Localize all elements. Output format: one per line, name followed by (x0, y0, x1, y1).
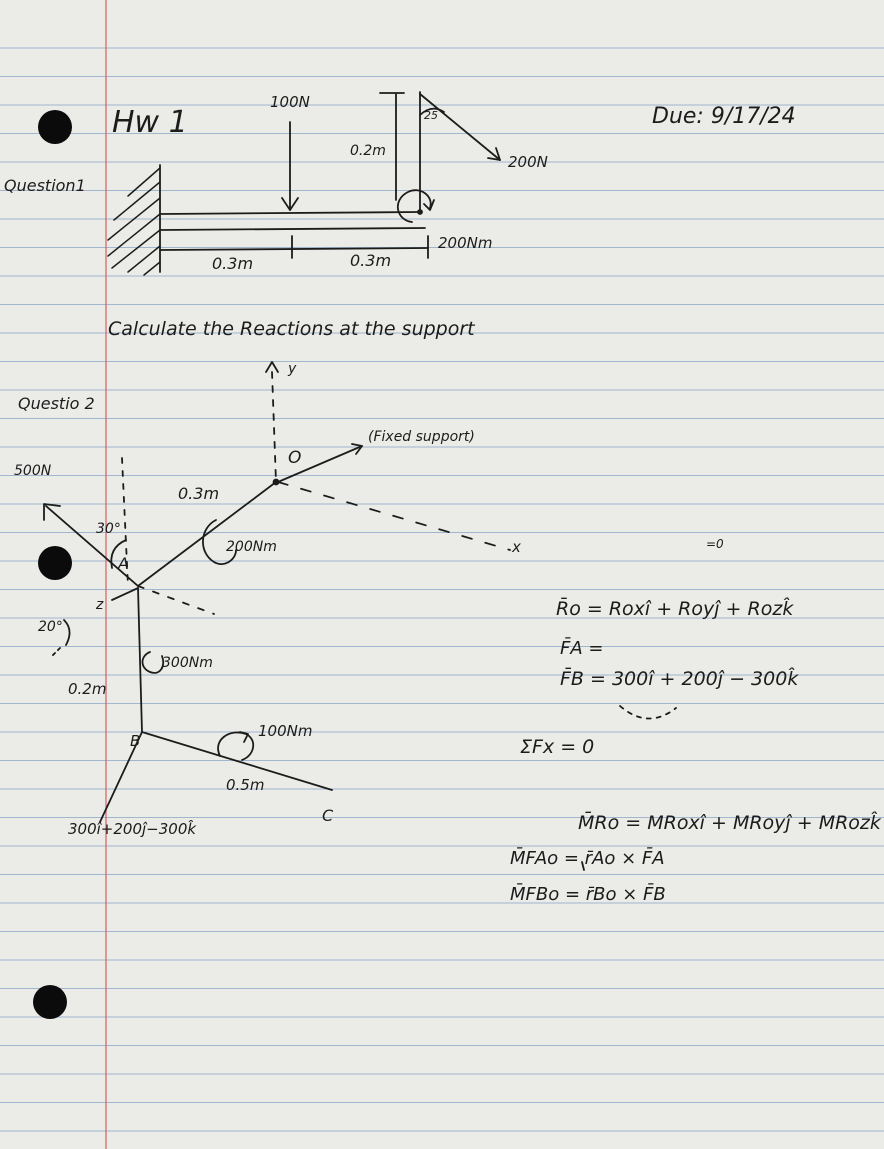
y-axis-dashed (271, 371, 277, 483)
due-date: Due: 9/17/24 (652, 104, 796, 129)
q2-point-c: C (322, 806, 334, 825)
x-axis-dashed (277, 481, 511, 551)
angle-20-tail (51, 647, 61, 657)
q2-moment-300nm: 300Nm (162, 655, 213, 671)
q2-len-bc: 0.5m (226, 776, 265, 794)
q1-moment-200nm: 200Nm (438, 234, 493, 252)
force-100n-arrowhead (281, 197, 299, 211)
stray-mark: =0 (706, 537, 724, 551)
moment-200nm-curl (397, 189, 432, 223)
q1-height-label: 0.2m (350, 143, 386, 159)
question-2-label: Questio 2 (18, 394, 95, 413)
q2-len-oa: 0.3m (178, 484, 220, 503)
q2-diagram (43, 361, 511, 823)
vertical-ref-dashed (121, 457, 129, 587)
q2-moment-200nm: 200Nm (226, 539, 277, 555)
question-1-label: Question1 (4, 176, 86, 195)
angle-arc-25 (419, 107, 445, 116)
y-axis-arrowhead (265, 361, 279, 373)
support-pointer-arrowhead (351, 443, 363, 455)
force-500n-arrowhead (43, 503, 61, 521)
binder-hole-middle (38, 546, 72, 580)
eq-mfa: M̄FAo = r̄Ao × F̄A (510, 848, 665, 869)
q2-moment-100nm: 100Nm (258, 722, 313, 740)
work-marks (581, 705, 677, 871)
support-pointer (277, 445, 363, 483)
wall-hatching (107, 167, 161, 276)
dimension-line (159, 247, 429, 251)
eq-fb: F̄B = 300î + 200ĵ − 300k̂ (560, 668, 799, 690)
force-200n-arrow (419, 93, 501, 161)
small-mark (581, 861, 585, 871)
q2-support-note: (Fixed support) (368, 429, 475, 445)
q2-angle-20: 20° (38, 619, 63, 635)
q2-point-b: B (130, 732, 141, 750)
q1-prompt: Calculate the Reactions at the support (108, 318, 475, 340)
q1-load-100n: 100N (270, 93, 310, 111)
moment-300nm-curl (141, 651, 165, 674)
binder-hole-top (38, 110, 72, 144)
moment-100nm-arrowhead (239, 731, 249, 743)
eq-fa: F̄A = (560, 638, 604, 659)
bracket-dashed-arc (619, 705, 677, 720)
q1-force-200n: 200N (508, 153, 548, 171)
force-200n-arrowhead (487, 147, 501, 161)
eq-ro: R̄o = Roxî + Royĵ + Rozk̂ (556, 598, 794, 620)
beam-bottom (159, 227, 426, 231)
q2-point-a: A (118, 554, 129, 573)
z-axis-short (111, 587, 139, 601)
q2-angle-30: 30° (96, 521, 121, 537)
q1-angle-label: 25 (424, 109, 438, 122)
q2-y-axis: y (288, 361, 297, 377)
q1-span-right: 0.3m (350, 251, 392, 270)
q2-origin-o: O (288, 448, 302, 468)
moment-200nm-arrowhead (423, 199, 435, 211)
member-oa (137, 481, 277, 587)
force-500n-arrow (45, 505, 139, 587)
moment-200nm-q2-curl (202, 519, 237, 565)
angle-arc-20 (63, 619, 71, 646)
member-ab (137, 587, 143, 733)
eq-mfb: M̄FBo = r̄Bo × F̄B (510, 884, 666, 905)
q2-force-b: 300î+200ĵ−300k̂ (68, 820, 197, 838)
beam-top (159, 211, 421, 215)
q2-len-ab: 0.2m (68, 680, 107, 698)
eq-mro: M̄Ro = MRoxî + MRoyĵ + MRozk̂ (578, 812, 881, 834)
q2-z-axis: z (96, 597, 104, 613)
force-b-line (99, 731, 143, 823)
q1-span-left: 0.3m (212, 254, 254, 273)
q1-diagram (107, 91, 501, 276)
member-bc (141, 731, 333, 791)
q2-x-axis: x (512, 538, 521, 556)
homework-title: Hw 1 (112, 105, 188, 140)
binder-hole-bottom (33, 985, 67, 1019)
eq-sum-fx: ΣFx = 0 (520, 736, 595, 758)
moment-100nm-curl (217, 731, 255, 761)
q2-force-500n: 500N (14, 463, 52, 479)
load-point (417, 209, 423, 215)
dashed-from-a (137, 585, 215, 615)
angle-arc-30 (110, 539, 127, 569)
